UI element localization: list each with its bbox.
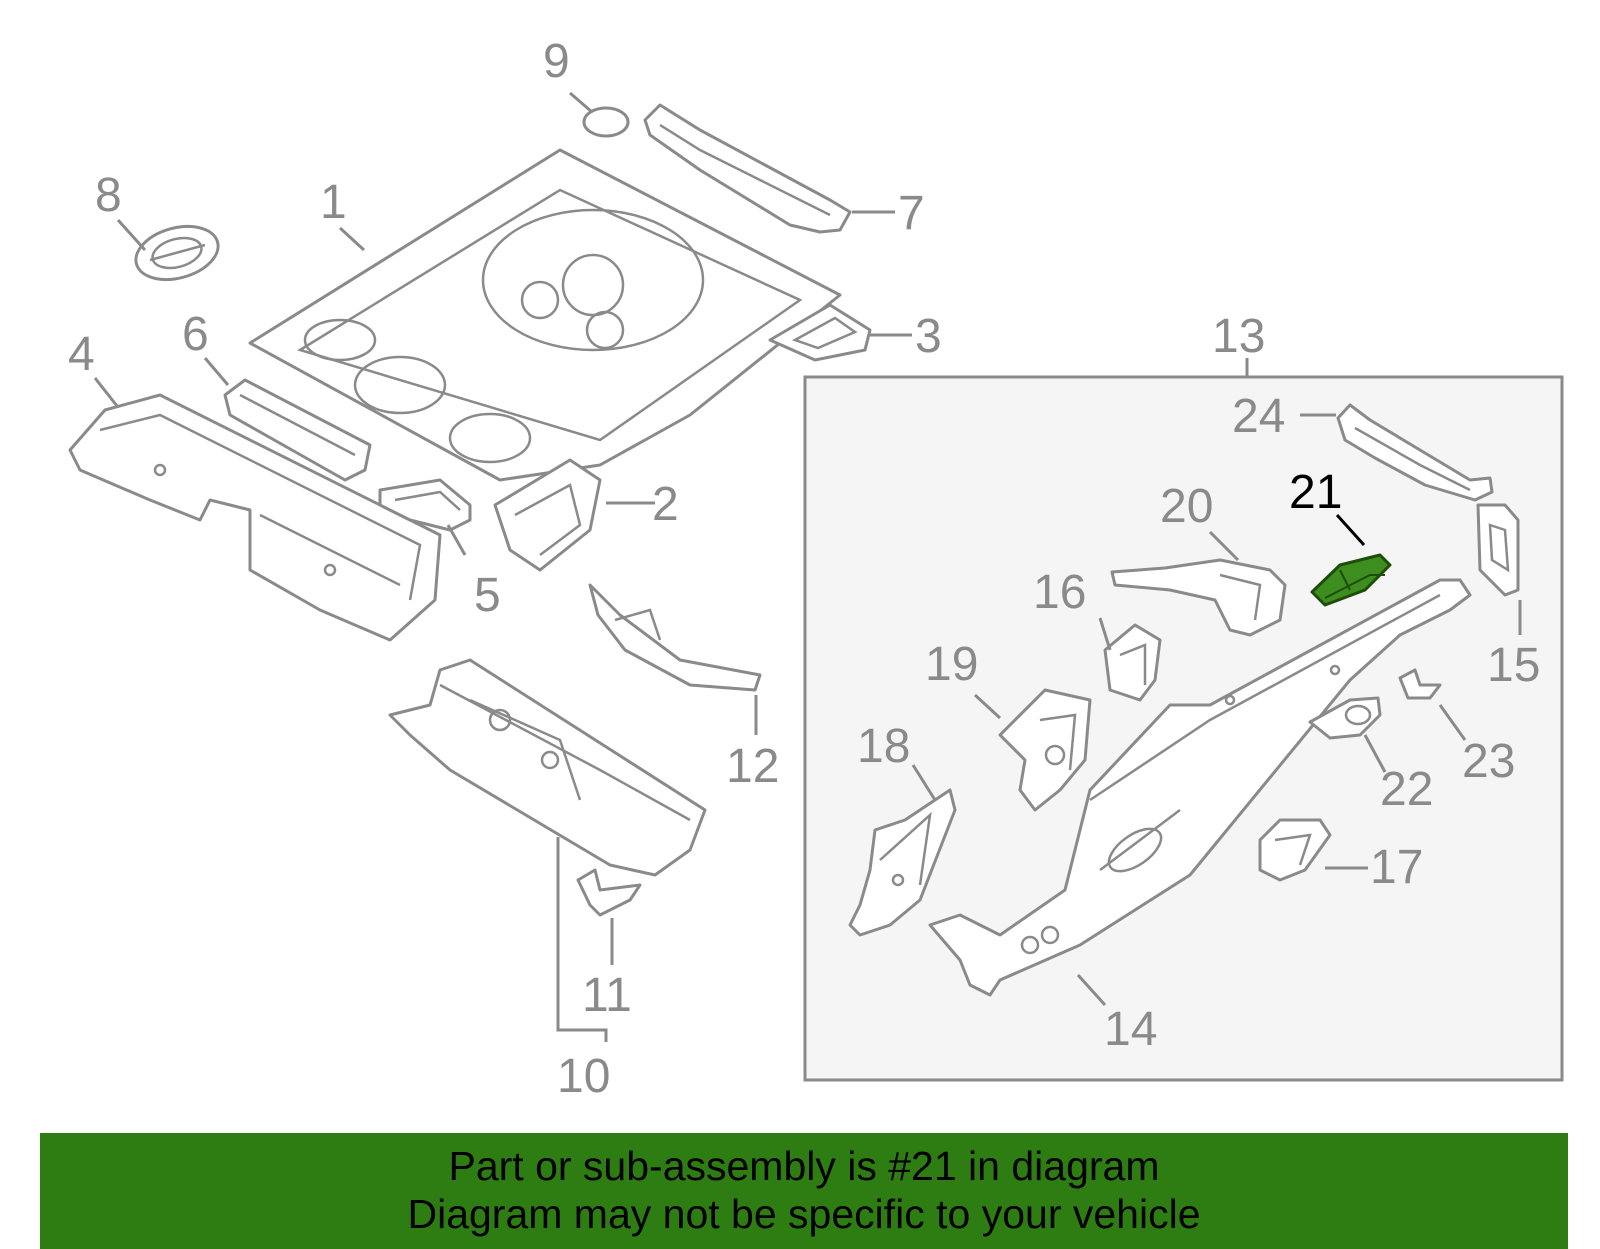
part-24-upper-rail[interactable]: [1336, 403, 1494, 502]
part-18-side-panel[interactable]: [848, 788, 957, 937]
part-9-grommet[interactable]: [582, 106, 630, 138]
callout-labels: 1 2 3 4 5 6 7 8 9 10 11 12 13 14 15 16 1…: [68, 35, 1540, 1103]
info-banner: Part or sub-assembly is #21 in diagram D…: [40, 1133, 1568, 1249]
callout-13[interactable]: 13: [1212, 310, 1265, 363]
part-21-highlighted-bracket[interactable]: [1310, 553, 1392, 607]
part-11-bracket[interactable]: [576, 868, 642, 917]
callout-10[interactable]: 10: [557, 1050, 610, 1103]
callout-12[interactable]: 12: [726, 740, 779, 793]
part-19-bracket[interactable]: [998, 688, 1092, 812]
callout-19[interactable]: 19: [925, 638, 978, 691]
banner-line-2: Diagram may not be specific to your vehi…: [407, 1191, 1201, 1237]
callout-4[interactable]: 4: [68, 328, 95, 381]
part-23-clip[interactable]: [1398, 668, 1442, 700]
callout-24[interactable]: 24: [1232, 390, 1285, 443]
part-1-rear-floor-pan[interactable]: [248, 148, 842, 482]
callout-8[interactable]: 8: [95, 169, 122, 222]
callout-3[interactable]: 3: [915, 310, 942, 363]
leader-lines: [93, 91, 1522, 1042]
callout-20[interactable]: 20: [1160, 480, 1213, 533]
callout-17[interactable]: 17: [1370, 841, 1423, 894]
part-20-reinforcement[interactable]: [1110, 558, 1287, 637]
part-2-bracket[interactable]: [493, 458, 602, 572]
banner-line-1: Part or sub-assembly is #21 in diagram: [448, 1143, 1160, 1189]
callout-1[interactable]: 1: [320, 176, 347, 229]
callout-2[interactable]: 2: [652, 478, 679, 531]
part-10-center-floor[interactable]: [388, 658, 707, 877]
callout-11[interactable]: 11: [582, 969, 632, 1022]
part-15-plate[interactable]: [1476, 503, 1520, 597]
callout-21-highlighted[interactable]: 21: [1289, 466, 1342, 519]
part-14-side-member[interactable]: [928, 578, 1472, 997]
callout-5[interactable]: 5: [474, 569, 501, 622]
callout-22[interactable]: 22: [1380, 763, 1433, 816]
part-3-plate[interactable]: [768, 303, 872, 362]
part-12-reinforcement[interactable]: [588, 583, 762, 692]
part-16-bracket[interactable]: [1103, 623, 1162, 702]
callout-7[interactable]: 7: [898, 187, 925, 240]
part-4-side-rail[interactable]: [68, 393, 442, 642]
part-6-crossmember[interactable]: [223, 378, 372, 482]
callout-9[interactable]: 9: [543, 35, 570, 88]
part-8-plug[interactable]: [130, 218, 224, 288]
callout-23[interactable]: 23: [1462, 735, 1515, 788]
part-22-cup[interactable]: [1308, 696, 1382, 740]
part-7-rear-panel[interactable]: [643, 103, 852, 234]
part-5-bracket[interactable]: [378, 478, 472, 532]
callout-6[interactable]: 6: [182, 308, 209, 361]
part-17-bracket[interactable]: [1258, 818, 1332, 882]
callout-14[interactable]: 14: [1104, 1003, 1157, 1056]
callout-18[interactable]: 18: [857, 720, 910, 773]
callout-16[interactable]: 16: [1033, 566, 1086, 619]
callout-15[interactable]: 15: [1487, 639, 1540, 692]
